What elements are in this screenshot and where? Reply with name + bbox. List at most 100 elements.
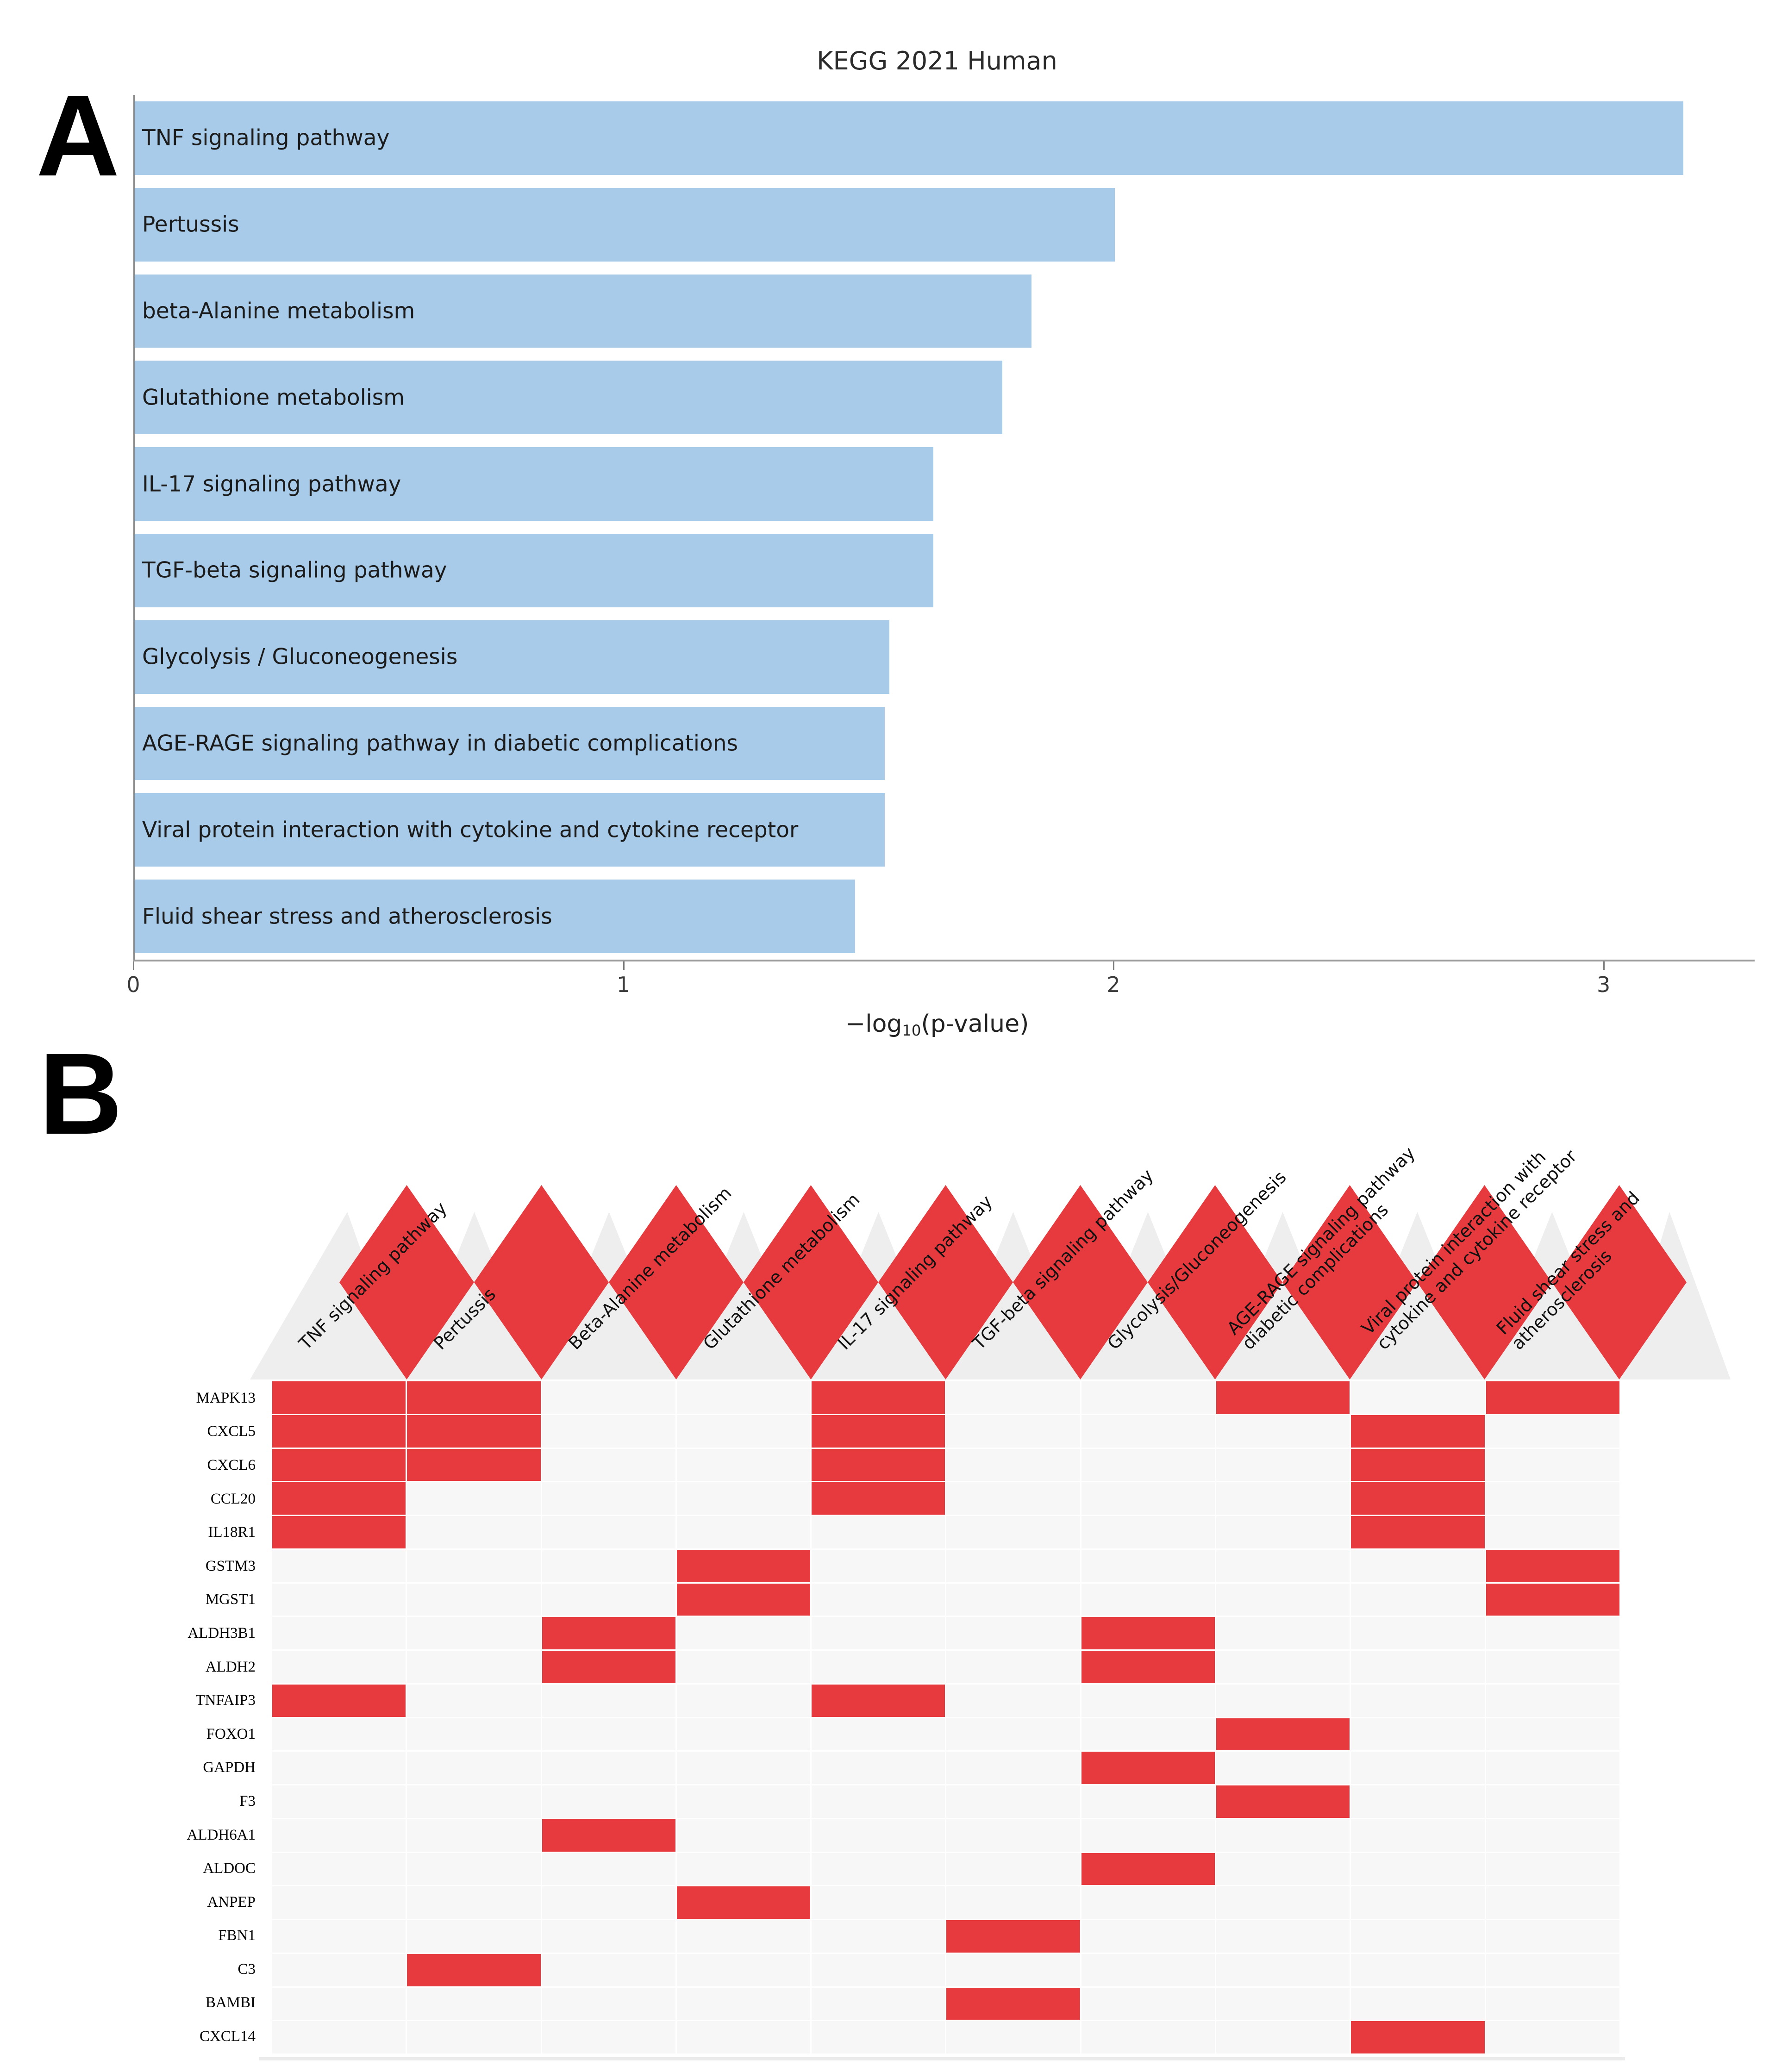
bar-chart-title: KEGG 2021 Human (817, 46, 1057, 75)
matrix-cell (1351, 1617, 1485, 1649)
gene-row-label: TNFAIP3 (195, 1692, 256, 1709)
matrix-cell (676, 1684, 811, 1717)
matrix-cell (542, 1953, 675, 1986)
pathway-bar (135, 793, 885, 867)
matrix-cell (1351, 1752, 1485, 1784)
bar-row: Fluid shear stress and atherosclerosis (135, 873, 1742, 960)
matrix-cell (1486, 1785, 1619, 1818)
matrix-cell (542, 1752, 675, 1784)
matrix-cell (1216, 1651, 1350, 1683)
matrix-cell (1486, 1886, 1619, 1919)
matrix-cell (407, 1920, 541, 1953)
matrix-cell (812, 1617, 945, 1649)
matrix-cell (542, 2021, 675, 2053)
matrix-cell (272, 1583, 406, 1616)
gene-row-label: CXCL5 (207, 1423, 256, 1440)
matrix-cell-filled (946, 1987, 1080, 2020)
bar-label: Viral protein interaction with cytokine … (142, 817, 799, 843)
matrix-cell-filled (1081, 1651, 1215, 1683)
matrix-cell (946, 1819, 1080, 1852)
matrix-cell-filled (812, 1448, 945, 1481)
matrix-cell (1351, 1651, 1485, 1683)
matrix-cell (946, 1953, 1080, 1986)
matrix-cell (1486, 1684, 1619, 1717)
matrix-cell (1351, 1953, 1485, 1986)
matrix-cell (1216, 1853, 1350, 1885)
gene-row-label: FOXO1 (206, 1725, 256, 1742)
matrix-cell (272, 1853, 406, 1885)
bar-label: TNF signaling pathway (142, 125, 390, 151)
x-axis-tick-label: 2 (1106, 972, 1120, 997)
matrix-cell (272, 1651, 406, 1683)
matrix-cell (407, 1617, 541, 1649)
matrix-cell (1081, 1718, 1215, 1751)
bar-label: beta-Alanine metabolism (142, 298, 415, 324)
matrix-cell (946, 1448, 1080, 1481)
matrix-cell-filled (272, 1415, 406, 1448)
matrix-cell (1081, 1785, 1215, 1818)
matrix-cell (676, 1381, 811, 1414)
matrix-cell-filled (946, 1920, 1080, 1953)
matrix-cell (946, 1415, 1080, 1448)
matrix-cell (272, 1920, 406, 1953)
x-axis-tick-label: 1 (616, 972, 631, 997)
matrix-cell-filled (1216, 1785, 1350, 1818)
matrix-cell (812, 2021, 945, 2053)
bar-label: Fluid shear stress and atherosclerosis (142, 904, 552, 930)
matrix-cell (946, 1516, 1080, 1548)
matrix-cell (812, 1583, 945, 1616)
matrix-cell (407, 2021, 541, 2053)
pathway-bar (135, 706, 885, 780)
matrix-cell (1486, 1819, 1619, 1852)
matrix-cell-filled (1351, 1516, 1485, 1548)
matrix-cell (812, 1549, 945, 1582)
gene-row-label: GAPDH (203, 1759, 256, 1776)
bar-row: Viral protein interaction with cytokine … (135, 786, 1742, 873)
matrix-cell (812, 1853, 945, 1885)
matrix-cell (1216, 1752, 1350, 1784)
matrix-cell (1216, 1516, 1350, 1548)
bar-row: TNF signaling pathway (135, 95, 1742, 181)
matrix-cell (676, 1920, 811, 1953)
matrix-cell (1081, 1549, 1215, 1582)
panel-letter-a: A (36, 71, 120, 200)
matrix-cell-filled (272, 1516, 406, 1548)
matrix-cell (1216, 1987, 1350, 2020)
matrix-cell (272, 1819, 406, 1852)
matrix-cell (407, 1819, 541, 1852)
matrix-cell (1216, 1617, 1350, 1649)
matrix-cell (542, 1718, 675, 1751)
matrix-cell (407, 1785, 541, 1818)
matrix-cell (407, 1549, 541, 1582)
x-axis-line (133, 960, 1755, 961)
matrix-cell (812, 1718, 945, 1751)
matrix-cell (542, 1415, 675, 1448)
matrix-cell (542, 1448, 675, 1481)
matrix-cell (676, 1516, 811, 1548)
gene-row-label: ALDH2 (205, 1658, 256, 1675)
bar-label: TGF-beta signaling pathway (142, 557, 447, 583)
matrix-cell (272, 1549, 406, 1582)
matrix-cell (272, 1785, 406, 1818)
matrix-cell (1216, 1684, 1350, 1717)
gene-row-label: CCL20 (210, 1490, 256, 1507)
bar-label: AGE-RAGE signaling pathway in diabetic c… (142, 730, 738, 756)
matrix-cell (1351, 1920, 1485, 1953)
bar-label: Glutathione metabolism (142, 385, 405, 411)
matrix-cell-filled (1351, 2021, 1485, 2053)
x-axis-title: −log10(p-value) (133, 1010, 1741, 1039)
matrix-cell-filled (272, 1482, 406, 1515)
matrix-cell (946, 1381, 1080, 1414)
matrix-cell (946, 1583, 1080, 1616)
matrix-cell (676, 1651, 811, 1683)
matrix-cell (272, 1987, 406, 2020)
matrix-cell (946, 1482, 1080, 1515)
matrix-cell (1486, 1651, 1619, 1683)
matrix-cell (676, 1987, 811, 2020)
matrix-cell-filled (676, 1583, 811, 1616)
matrix-cell-filled (542, 1617, 675, 1649)
matrix-cell (1351, 1549, 1485, 1582)
matrix-cell (542, 1987, 675, 2020)
matrix-cell (1486, 1987, 1619, 2020)
